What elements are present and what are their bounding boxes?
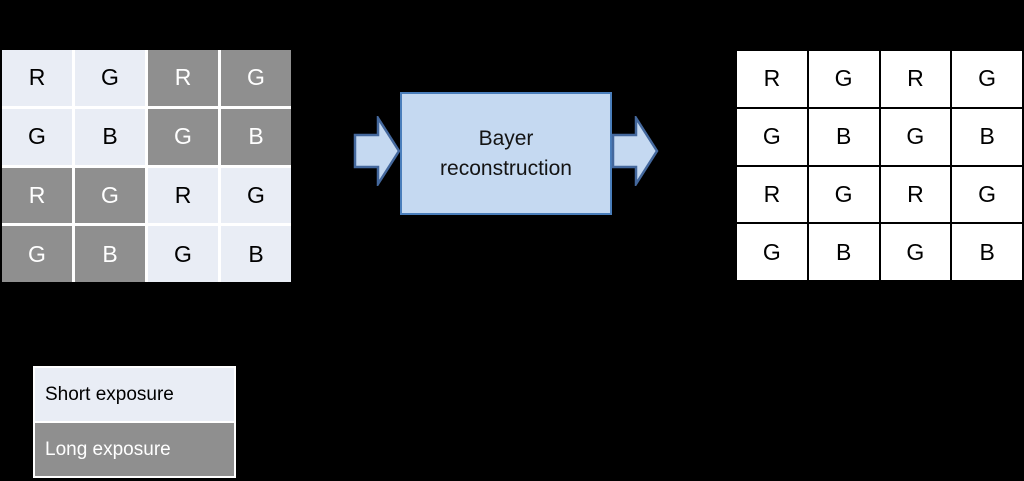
grid-cell: G [737,108,807,165]
grid-cell: B [221,108,291,165]
grid-cell: R [880,51,951,107]
grid-cell: G [880,224,951,280]
arrow-right-icon [353,116,401,186]
grid-cell: G [737,224,807,280]
grid-cell: G [880,108,951,165]
grid-cell: G [2,108,72,165]
grid-cell: G [221,50,291,106]
process-box-label-line1: Bayer [478,126,534,150]
grid-cell: G [808,166,879,223]
exposure-bayer-grid: R G R G G B G B R G R G G B G B [2,50,291,282]
grid-cell: B [952,224,1022,280]
grid-cell: B [952,108,1022,165]
grid-cell: R [737,166,807,223]
grid-cell: B [75,108,145,165]
grid-cell: R [880,166,951,223]
arrow-right-icon [611,116,659,186]
grid-cell: G [952,51,1022,107]
grid-cell: G [2,226,72,282]
grid-cell: G [808,51,879,107]
grid-cell: G [148,226,218,282]
grid-cell: G [75,50,145,106]
legend-item-short-exposure: Short exposure [35,368,234,421]
grid-cell: B [808,108,879,165]
bayer-reconstruction-box: Bayer reconstruction [400,92,612,215]
exposure-legend: Short exposure Long exposure [33,366,236,478]
grid-cell: R [2,167,72,224]
grid-cell: G [221,167,291,224]
grid-cell: R [148,50,218,106]
grid-cell: G [952,166,1022,223]
grid-cell: B [221,226,291,282]
grid-cell: R [2,50,72,106]
grid-cell: R [148,167,218,224]
grid-cell: B [808,224,879,280]
grid-cell: R [737,51,807,107]
process-box-label-line2: reconstruction [440,156,572,180]
grid-cell: G [75,167,145,224]
reconstructed-bayer-grid: R G R G G B G B R G R G G B G B [735,49,1024,282]
grid-cell: G [148,108,218,165]
grid-cell: B [75,226,145,282]
legend-item-long-exposure: Long exposure [35,423,234,476]
